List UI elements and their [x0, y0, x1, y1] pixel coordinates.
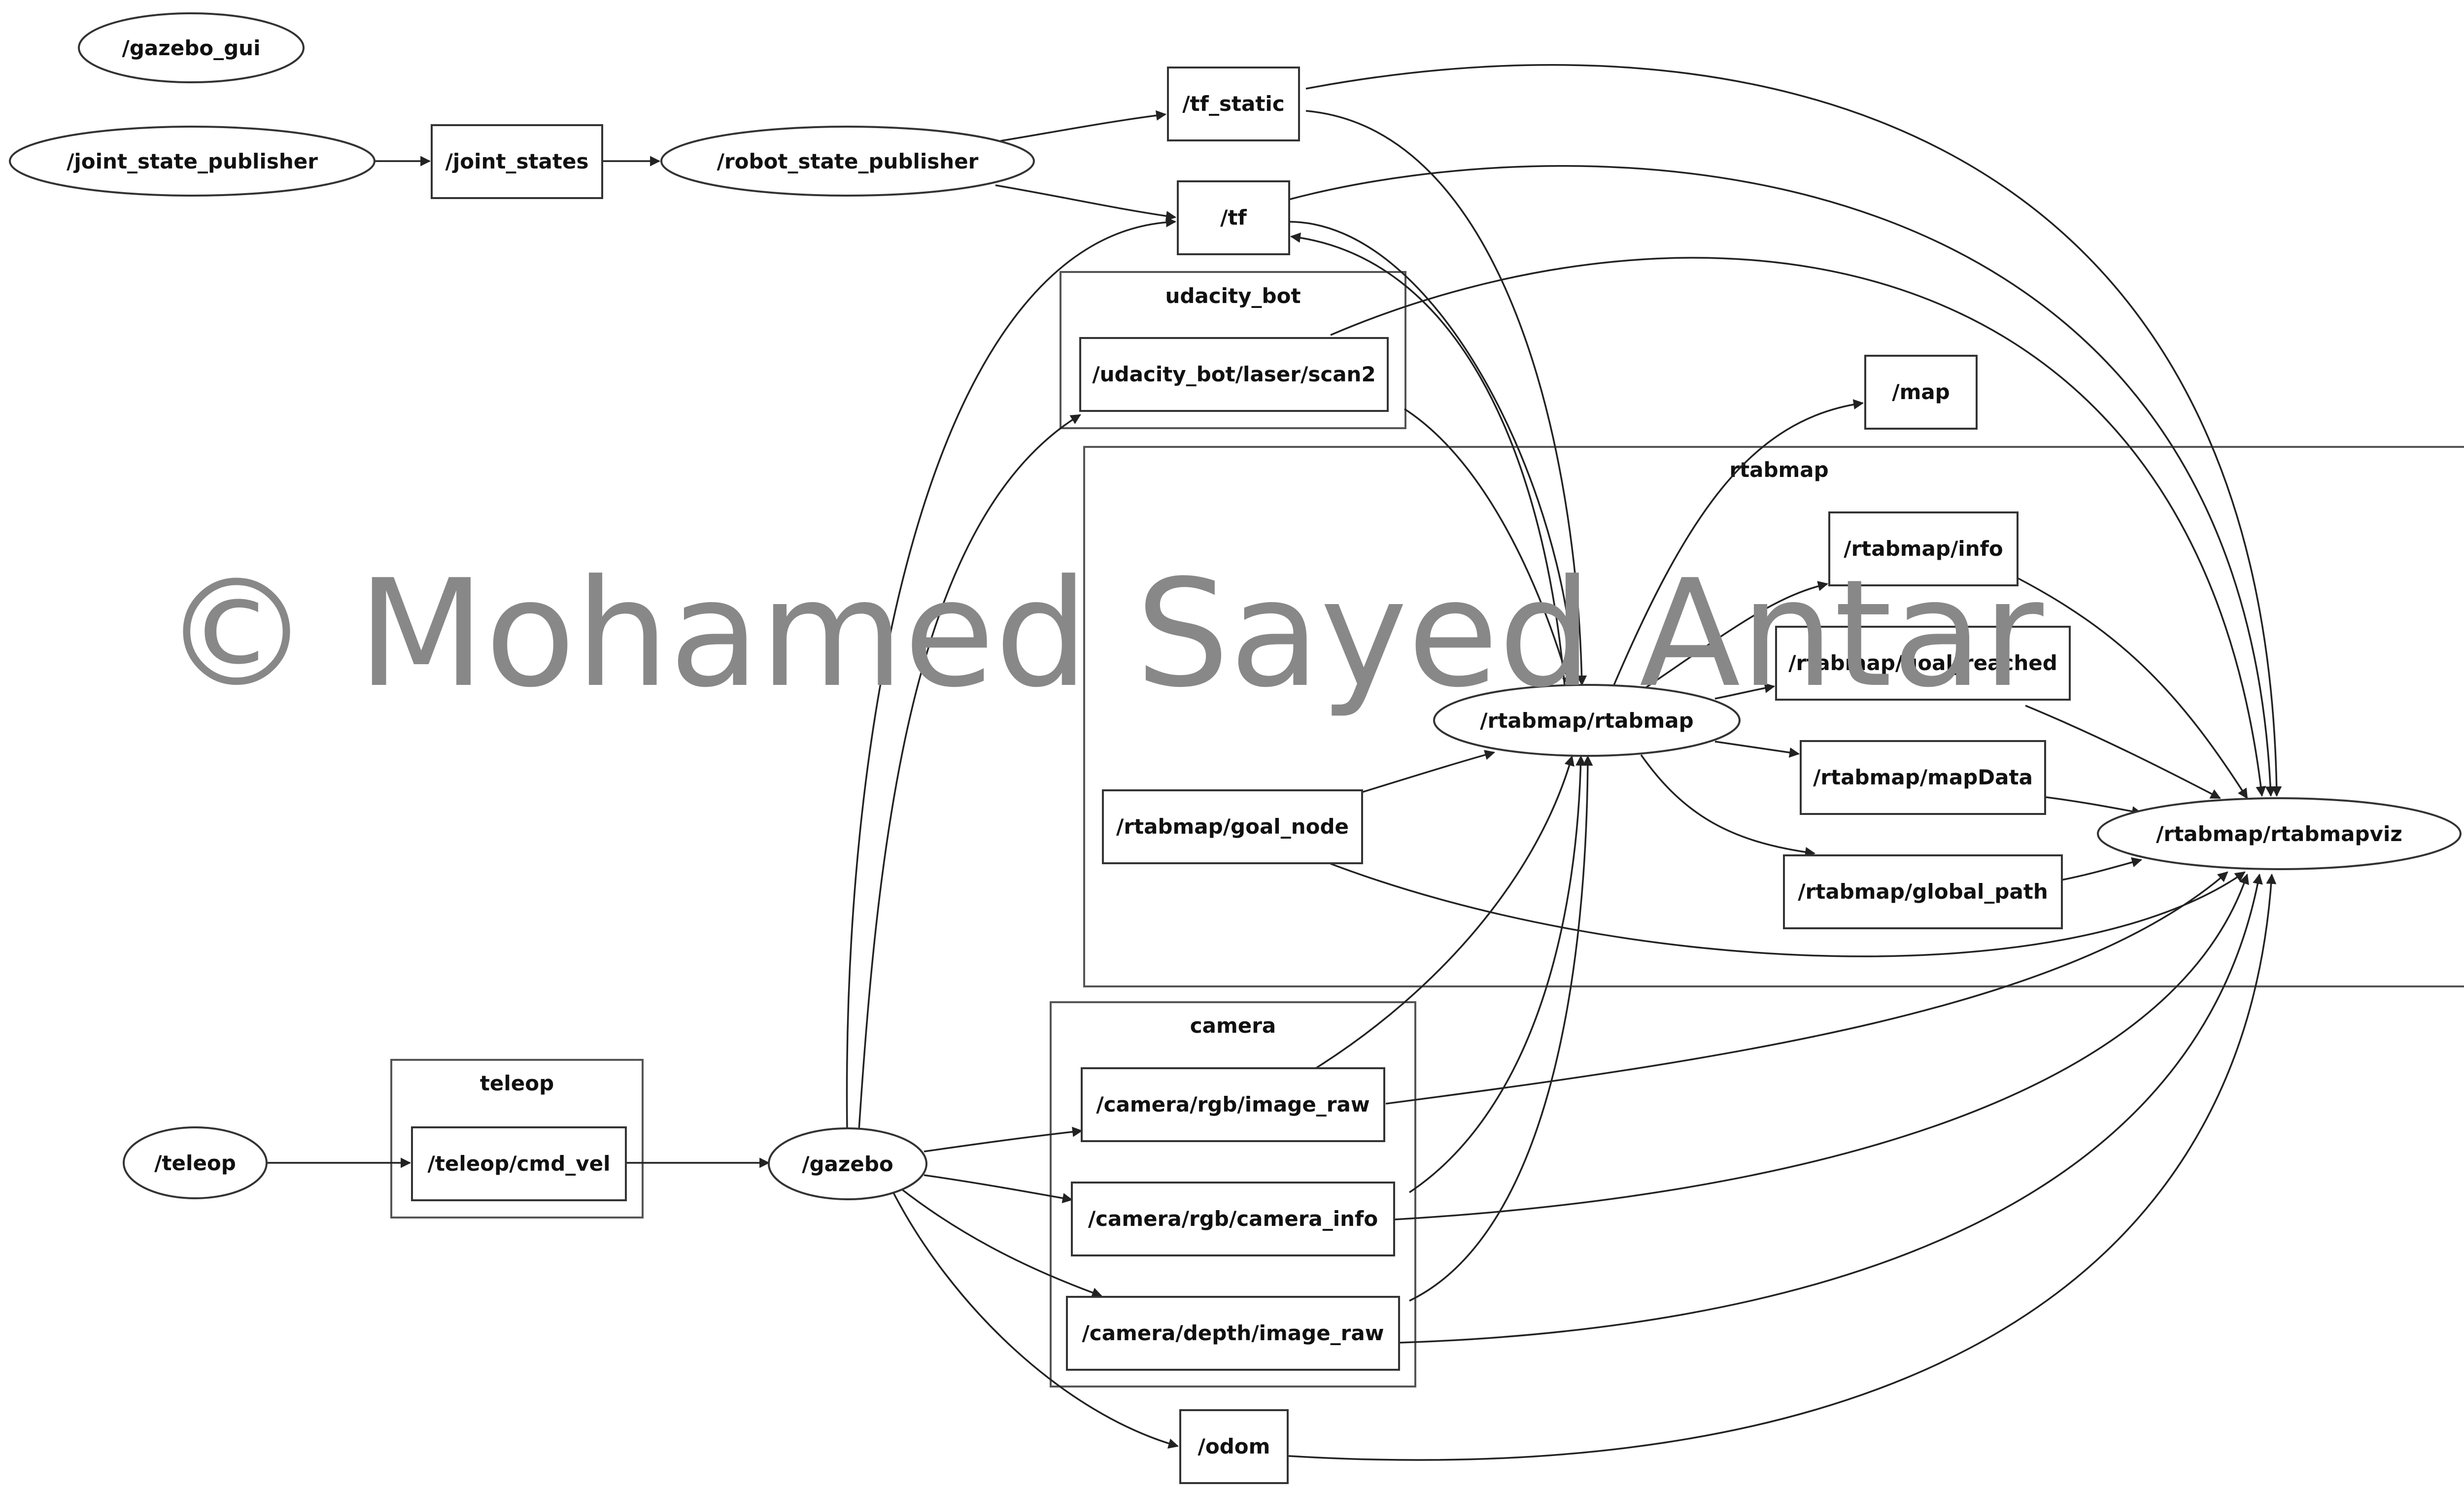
edge-camera-rgb-image-raw-to-rtabmapviz — [1385, 871, 2228, 1105]
svg-text:/robot_state_publisher: /robot_state_publisher — [717, 149, 979, 173]
node-robot-state-publisher[interactable]: /robot_state_publisher — [660, 126, 1035, 197]
node-udacity-bot-laser-scan2[interactable]: /udacity_bot/laser/scan2 — [1079, 337, 1389, 412]
cluster-udacity-bot: udacity_bot — [1060, 271, 1406, 429]
edge-gazebo-to-laser-scan2 — [856, 414, 1081, 1153]
node-rtabmap-goal-reached[interactable]: /rtabmap/goal_reached — [1775, 626, 2071, 701]
svg-text:/camera/rgb/camera_info: /camera/rgb/camera_info — [1088, 1207, 1378, 1231]
edge-mapdata-to-rtabmapviz — [2042, 796, 2143, 816]
node-camera-rgb-image-raw[interactable]: /camera/rgb/image_raw — [1081, 1067, 1385, 1142]
node-rtabmap-mapdata[interactable]: /rtabmap/mapData — [1800, 740, 2046, 815]
node-teleop[interactable]: /teleop — [123, 1126, 268, 1199]
edge-tf-static-to-rtabmapviz — [1305, 64, 2282, 797]
edge-gazebo-to-odom — [891, 1189, 1179, 1449]
node-teleop-cmd-vel[interactable]: /teleop/cmd_vel — [411, 1126, 627, 1201]
edge-gazebo-to-camera-depth-image-raw — [898, 1186, 1102, 1298]
svg-text:/udacity_bot/laser/scan2: /udacity_bot/laser/scan2 — [1092, 362, 1375, 386]
svg-text:/rtabmap/rtabmap: /rtabmap/rtabmap — [1480, 709, 1693, 733]
svg-text:/rtabmap/info: /rtabmap/info — [1844, 537, 2003, 561]
edge-goal-node-to-rtabmapviz — [1330, 863, 2246, 957]
edge-goal-reached-to-rtabmapviz — [2025, 705, 2221, 799]
cluster-label-teleop: teleop — [480, 1071, 554, 1095]
node-joint-state-publisher[interactable]: /joint_state_publisher — [9, 126, 376, 197]
node-camera-depth-image-raw[interactable]: /camera/depth/image_raw — [1066, 1296, 1400, 1371]
node-map[interactable]: /map — [1864, 355, 1978, 430]
edge-tf-static-to-rtabmap-rtabmap — [1305, 110, 1587, 686]
edge-odom-to-rtabmapviz — [1288, 873, 2277, 1461]
node-tf[interactable]: /tf — [1177, 180, 1290, 255]
cluster-teleop: teleop — [390, 1059, 644, 1218]
edge-robot-state-publisher-to-tf — [995, 184, 1177, 221]
edge-info-to-rtabmapviz — [2014, 575, 2248, 799]
svg-text:/rtabmap/goal_reached: /rtabmap/goal_reached — [1788, 651, 2057, 675]
edge-gazebo-to-camera-rgb-image-raw — [924, 1126, 1083, 1152]
edge-laser-scan2-to-rtabmap-rtabmap — [1404, 408, 1572, 687]
edges — [265, 64, 2282, 1461]
node-rtabmap-rtabmapviz[interactable]: /rtabmap/rtabmapviz — [2097, 797, 2462, 870]
edge-goal-node-to-rtabmap-rtabmap — [1361, 749, 1496, 793]
nodes: /gazebo_gui /joint_state_publisher /join… — [9, 12, 2462, 1484]
node-rtabmap-goal-node[interactable]: /rtabmap/goal_node — [1102, 789, 1363, 864]
svg-text:/odom: /odom — [1198, 1434, 1270, 1458]
svg-text:/rtabmap/goal_node: /rtabmap/goal_node — [1116, 814, 1349, 839]
edge-rtabmap-rtabmap-to-tf — [1290, 232, 1566, 686]
edge-laser-scan2-to-rtabmapviz — [1330, 257, 2266, 797]
node-gazebo-gui[interactable]: /gazebo_gui — [78, 12, 305, 83]
svg-text:/rtabmap/global_path: /rtabmap/global_path — [1798, 880, 2048, 904]
svg-text:/joint_states: /joint_states — [445, 149, 589, 173]
svg-text:/rtabmap/rtabmapviz: /rtabmap/rtabmapviz — [2156, 822, 2402, 846]
edge-rtabmap-rtabmap-to-map — [1610, 399, 1864, 691]
svg-text:/tf_static: /tf_static — [1182, 92, 1284, 116]
svg-text:/map: /map — [1892, 380, 1950, 404]
node-rtabmap-rtabmap[interactable]: /rtabmap/rtabmap — [1433, 684, 1741, 757]
edge-tf-to-rtabmapviz — [1288, 165, 2276, 797]
edge-rtabmap-rtabmap-to-global-path — [1640, 754, 1816, 857]
cluster-label-camera: camera — [1190, 1014, 1276, 1038]
node-gazebo[interactable]: /gazebo — [768, 1127, 927, 1200]
edge-rtabmap-rtabmap-to-info — [1641, 581, 1829, 692]
node-tf-static[interactable]: /tf_static — [1167, 67, 1300, 141]
cluster-label-udacity-bot: udacity_bot — [1165, 284, 1300, 308]
svg-text:/camera/rgb/image_raw: /camera/rgb/image_raw — [1096, 1092, 1369, 1117]
svg-text:/gazebo_gui: /gazebo_gui — [122, 36, 261, 60]
edge-rtabmap-rtabmap-to-goal-reached — [1714, 682, 1776, 700]
svg-text:/teleop: /teleop — [154, 1151, 236, 1175]
node-odom[interactable]: /odom — [1179, 1409, 1289, 1484]
node-rtabmap-global-path[interactable]: /rtabmap/global_path — [1783, 854, 2063, 929]
edge-robot-state-publisher-to-tf-static — [1000, 110, 1167, 142]
edge-gazebo-to-tf — [846, 217, 1177, 1156]
svg-text:/teleop/cmd_vel: /teleop/cmd_vel — [427, 1151, 610, 1176]
edge-gazebo-to-camera-rgb-camera-info — [924, 1174, 1073, 1204]
svg-text:/joint_state_publisher: /joint_state_publisher — [67, 149, 318, 173]
edge-global-path-to-rtabmapviz — [2058, 857, 2143, 881]
edge-tf-to-rtabmap-rtabmap — [1288, 221, 1579, 686]
cluster-camera: camera — [1050, 1001, 1416, 1387]
node-joint-states[interactable]: /joint_states — [431, 124, 603, 199]
svg-text:/rtabmap/mapData: /rtabmap/mapData — [1813, 765, 2033, 789]
edge-camera-depth-image-raw-to-rtabmap-rtabmap — [1409, 755, 1593, 1302]
edge-rtabmap-rtabmap-to-mapdata — [1714, 741, 1800, 758]
node-camera-rgb-camera-info[interactable]: /camera/rgb/camera_info — [1071, 1182, 1395, 1256]
edge-camera-rgb-camera-info-to-rtabmapviz — [1394, 874, 2249, 1220]
edge-camera-depth-image-raw-to-rtabmapviz — [1399, 873, 2263, 1344]
node-rtabmap-info[interactable]: /rtabmap/info — [1828, 511, 2019, 586]
svg-text:/gazebo: /gazebo — [802, 1152, 893, 1176]
svg-text:/camera/depth/image_raw: /camera/depth/image_raw — [1082, 1321, 1384, 1345]
edge-camera-rgb-camera-info-to-rtabmap-rtabmap — [1409, 755, 1586, 1193]
cluster-label-rtabmap: rtabmap — [1729, 458, 1828, 482]
watermark: © Mohamed Sayed Antar — [163, 548, 2045, 720]
svg-text:/tf: /tf — [1220, 205, 1247, 230]
edge-camera-rgb-image-raw-to-rtabmap-rtabmap — [1315, 755, 1574, 1069]
